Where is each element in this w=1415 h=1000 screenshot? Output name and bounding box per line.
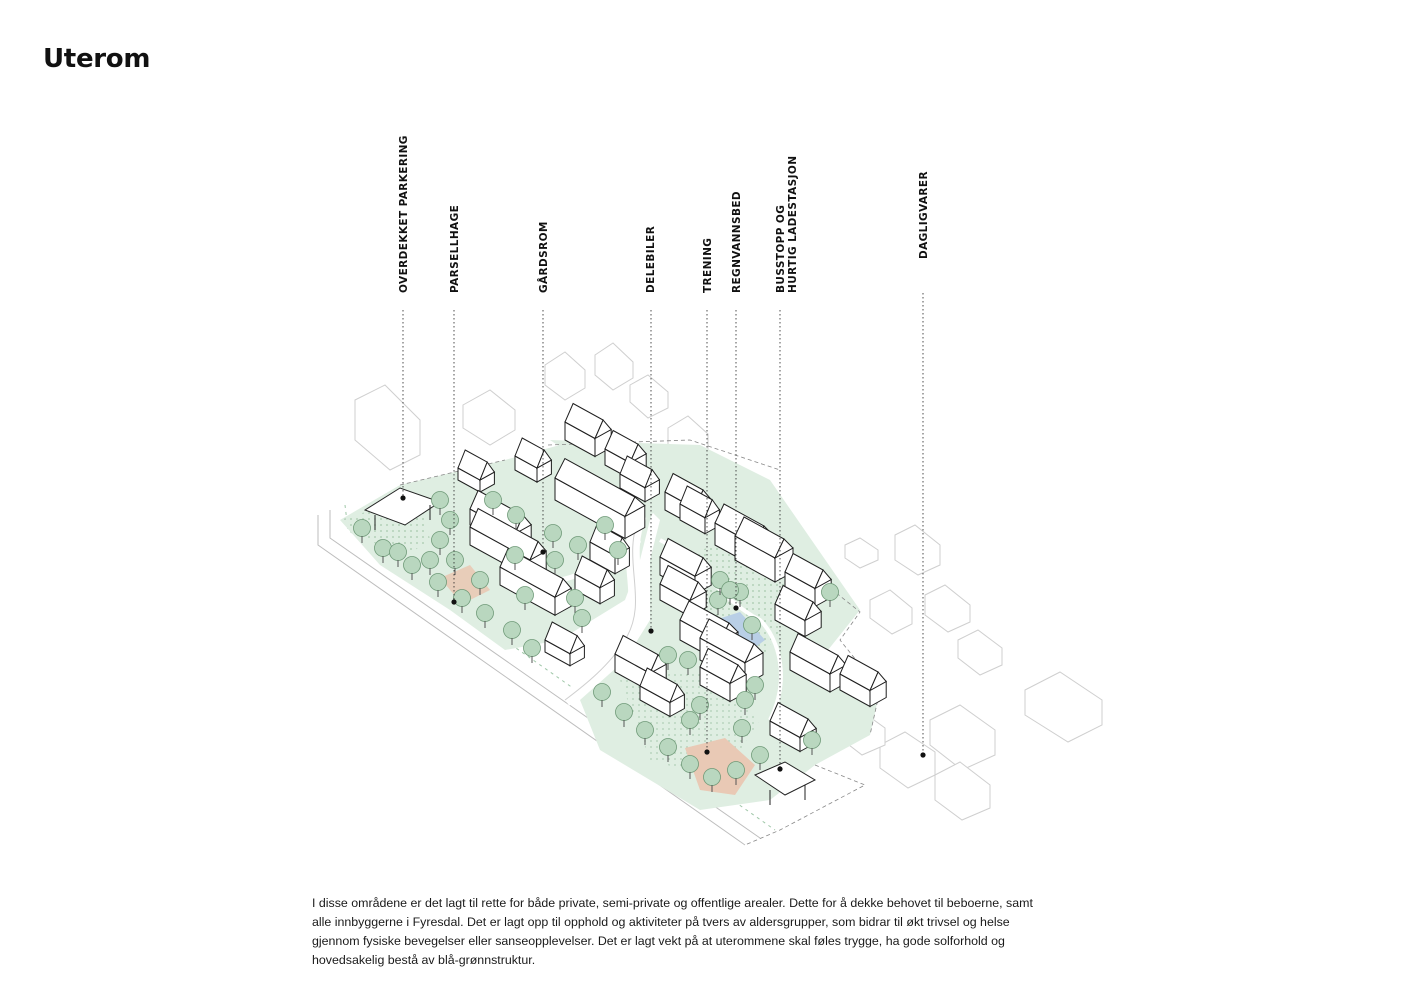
tree [733, 719, 751, 737]
tree [636, 721, 654, 739]
building [803, 601, 822, 622]
building [593, 419, 612, 440]
tree [681, 755, 699, 773]
tree [803, 731, 821, 749]
building [743, 642, 764, 664]
tree [374, 539, 392, 557]
tree [441, 511, 459, 529]
tree [593, 683, 611, 701]
tree [659, 738, 677, 756]
leader-lines [402, 293, 924, 769]
tree [503, 621, 521, 639]
tree [615, 703, 633, 721]
tree [609, 541, 627, 559]
tree [446, 551, 464, 569]
tree [523, 639, 541, 657]
building [644, 468, 661, 489]
leader-dots [400, 495, 926, 772]
building [828, 654, 847, 676]
building [528, 540, 547, 562]
tree [566, 589, 584, 607]
building [536, 449, 553, 470]
tree [453, 589, 471, 607]
tree [703, 768, 721, 786]
tree [429, 573, 447, 591]
tree [403, 556, 421, 574]
building [868, 671, 887, 692]
tree [516, 586, 534, 604]
tree [679, 651, 697, 669]
tree [573, 609, 591, 627]
tree [507, 506, 525, 524]
tree [681, 711, 699, 729]
tree [544, 524, 562, 542]
tree [353, 519, 371, 537]
tree [736, 691, 754, 709]
tree [389, 543, 407, 561]
site-boundary [399, 439, 881, 846]
tree [751, 746, 769, 764]
building [669, 683, 686, 704]
tree [546, 551, 564, 569]
building [623, 496, 646, 518]
tree [821, 583, 839, 601]
building [628, 443, 647, 464]
tree [659, 646, 677, 664]
description-paragraph: I disse områdene er det lagt til rette f… [312, 896, 1033, 967]
tree [476, 604, 494, 622]
tree [421, 551, 439, 569]
tree [569, 536, 587, 554]
tree [727, 761, 745, 779]
building [773, 538, 794, 560]
building [553, 577, 572, 599]
tree [471, 571, 489, 589]
page-title: Uterom [43, 44, 151, 74]
building [813, 569, 832, 590]
building [704, 498, 721, 519]
trees [353, 491, 839, 792]
tree [431, 531, 449, 549]
tree [596, 516, 614, 534]
tree [691, 696, 709, 714]
tree [506, 546, 524, 564]
busstop-roof [753, 761, 817, 796]
tree [746, 676, 764, 694]
tree [743, 616, 761, 634]
trening-area [685, 738, 755, 795]
tree [484, 491, 502, 509]
building [513, 514, 532, 535]
building [728, 664, 747, 685]
building [688, 581, 707, 602]
building [479, 461, 496, 482]
building [599, 568, 616, 589]
tree [431, 491, 449, 509]
building [569, 634, 586, 655]
